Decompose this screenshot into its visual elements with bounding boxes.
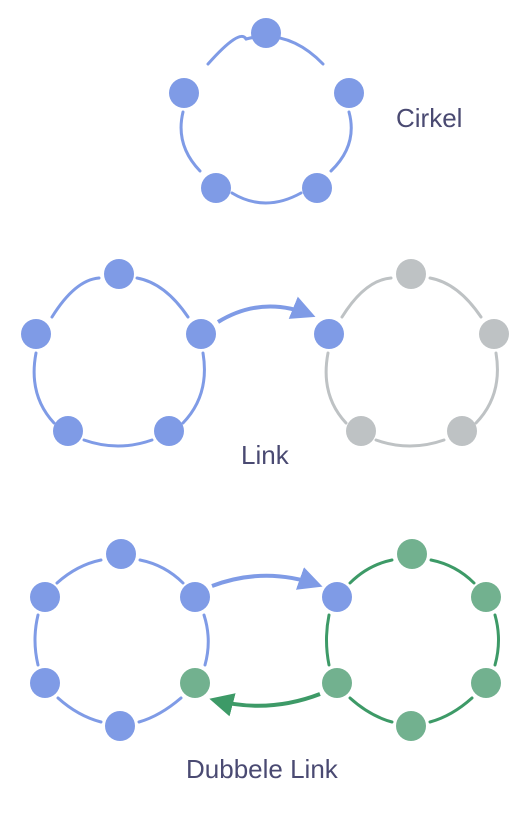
ring-arc [230,191,303,205]
ring-arc [340,276,393,319]
ring-arc [33,613,40,667]
double-link-diagram: Dubbele Link [30,539,501,784]
node [180,582,210,612]
double-blue-nodes [30,539,210,741]
ring-arc [181,351,206,425]
ring-arc [348,558,394,585]
double-blue-ring [33,558,210,724]
node [397,539,427,569]
ring-arc [56,696,103,724]
link-blue-nodes [21,259,216,446]
node [314,319,344,349]
node [471,668,501,698]
node [322,582,352,612]
node [53,416,83,446]
ring-arc [50,276,101,319]
node [104,259,134,289]
node [30,582,60,612]
double-green-nodes [322,539,501,741]
ring-arc [348,696,394,724]
link-gray-nodes [314,259,509,446]
label-link: Link [241,440,290,470]
node [201,173,231,203]
ring-arc [179,110,202,173]
link-gray-ring [324,276,499,448]
ring-arc [325,613,331,667]
ring-arc [55,558,103,585]
node [334,78,364,108]
node [105,711,135,741]
ring-arc [32,351,56,425]
ring-arc [474,351,499,425]
node [169,78,199,108]
node [322,668,352,698]
ring-arc [329,110,353,173]
arrow-blue-to-green [211,567,323,590]
ring-arc [374,438,446,448]
node [346,416,376,446]
node [479,319,509,349]
ring-arc [202,613,210,667]
circle-nodes [169,18,364,203]
node [396,711,426,741]
arrow-green-to-blue [209,692,321,717]
node [396,259,426,289]
node [180,668,210,698]
node [30,668,60,698]
node [302,173,332,203]
ring-arc [429,558,476,585]
label-circle: Cirkel [396,103,462,133]
ring-arc [82,438,154,448]
node [186,319,216,349]
node [471,582,501,612]
ring-arc [324,351,348,425]
node [251,18,281,48]
ring-arc [138,558,185,585]
node [447,416,477,446]
link-diagram: Link [21,259,509,470]
ring-arc [206,34,248,66]
arrow-blue-to-gray [216,296,316,324]
ring-arc [428,696,474,724]
circle-ring [179,34,353,205]
node [154,416,184,446]
double-green-ring [325,558,500,724]
link-blue-ring [32,276,206,448]
ring-arc [135,276,190,319]
ring-arc [493,613,500,667]
ring-arc [137,696,183,724]
ring-arc [428,276,483,319]
node [21,319,51,349]
circle-diagram: Cirkel [169,18,462,205]
label-double-link: Dubbele Link [186,754,339,784]
node [106,539,136,569]
